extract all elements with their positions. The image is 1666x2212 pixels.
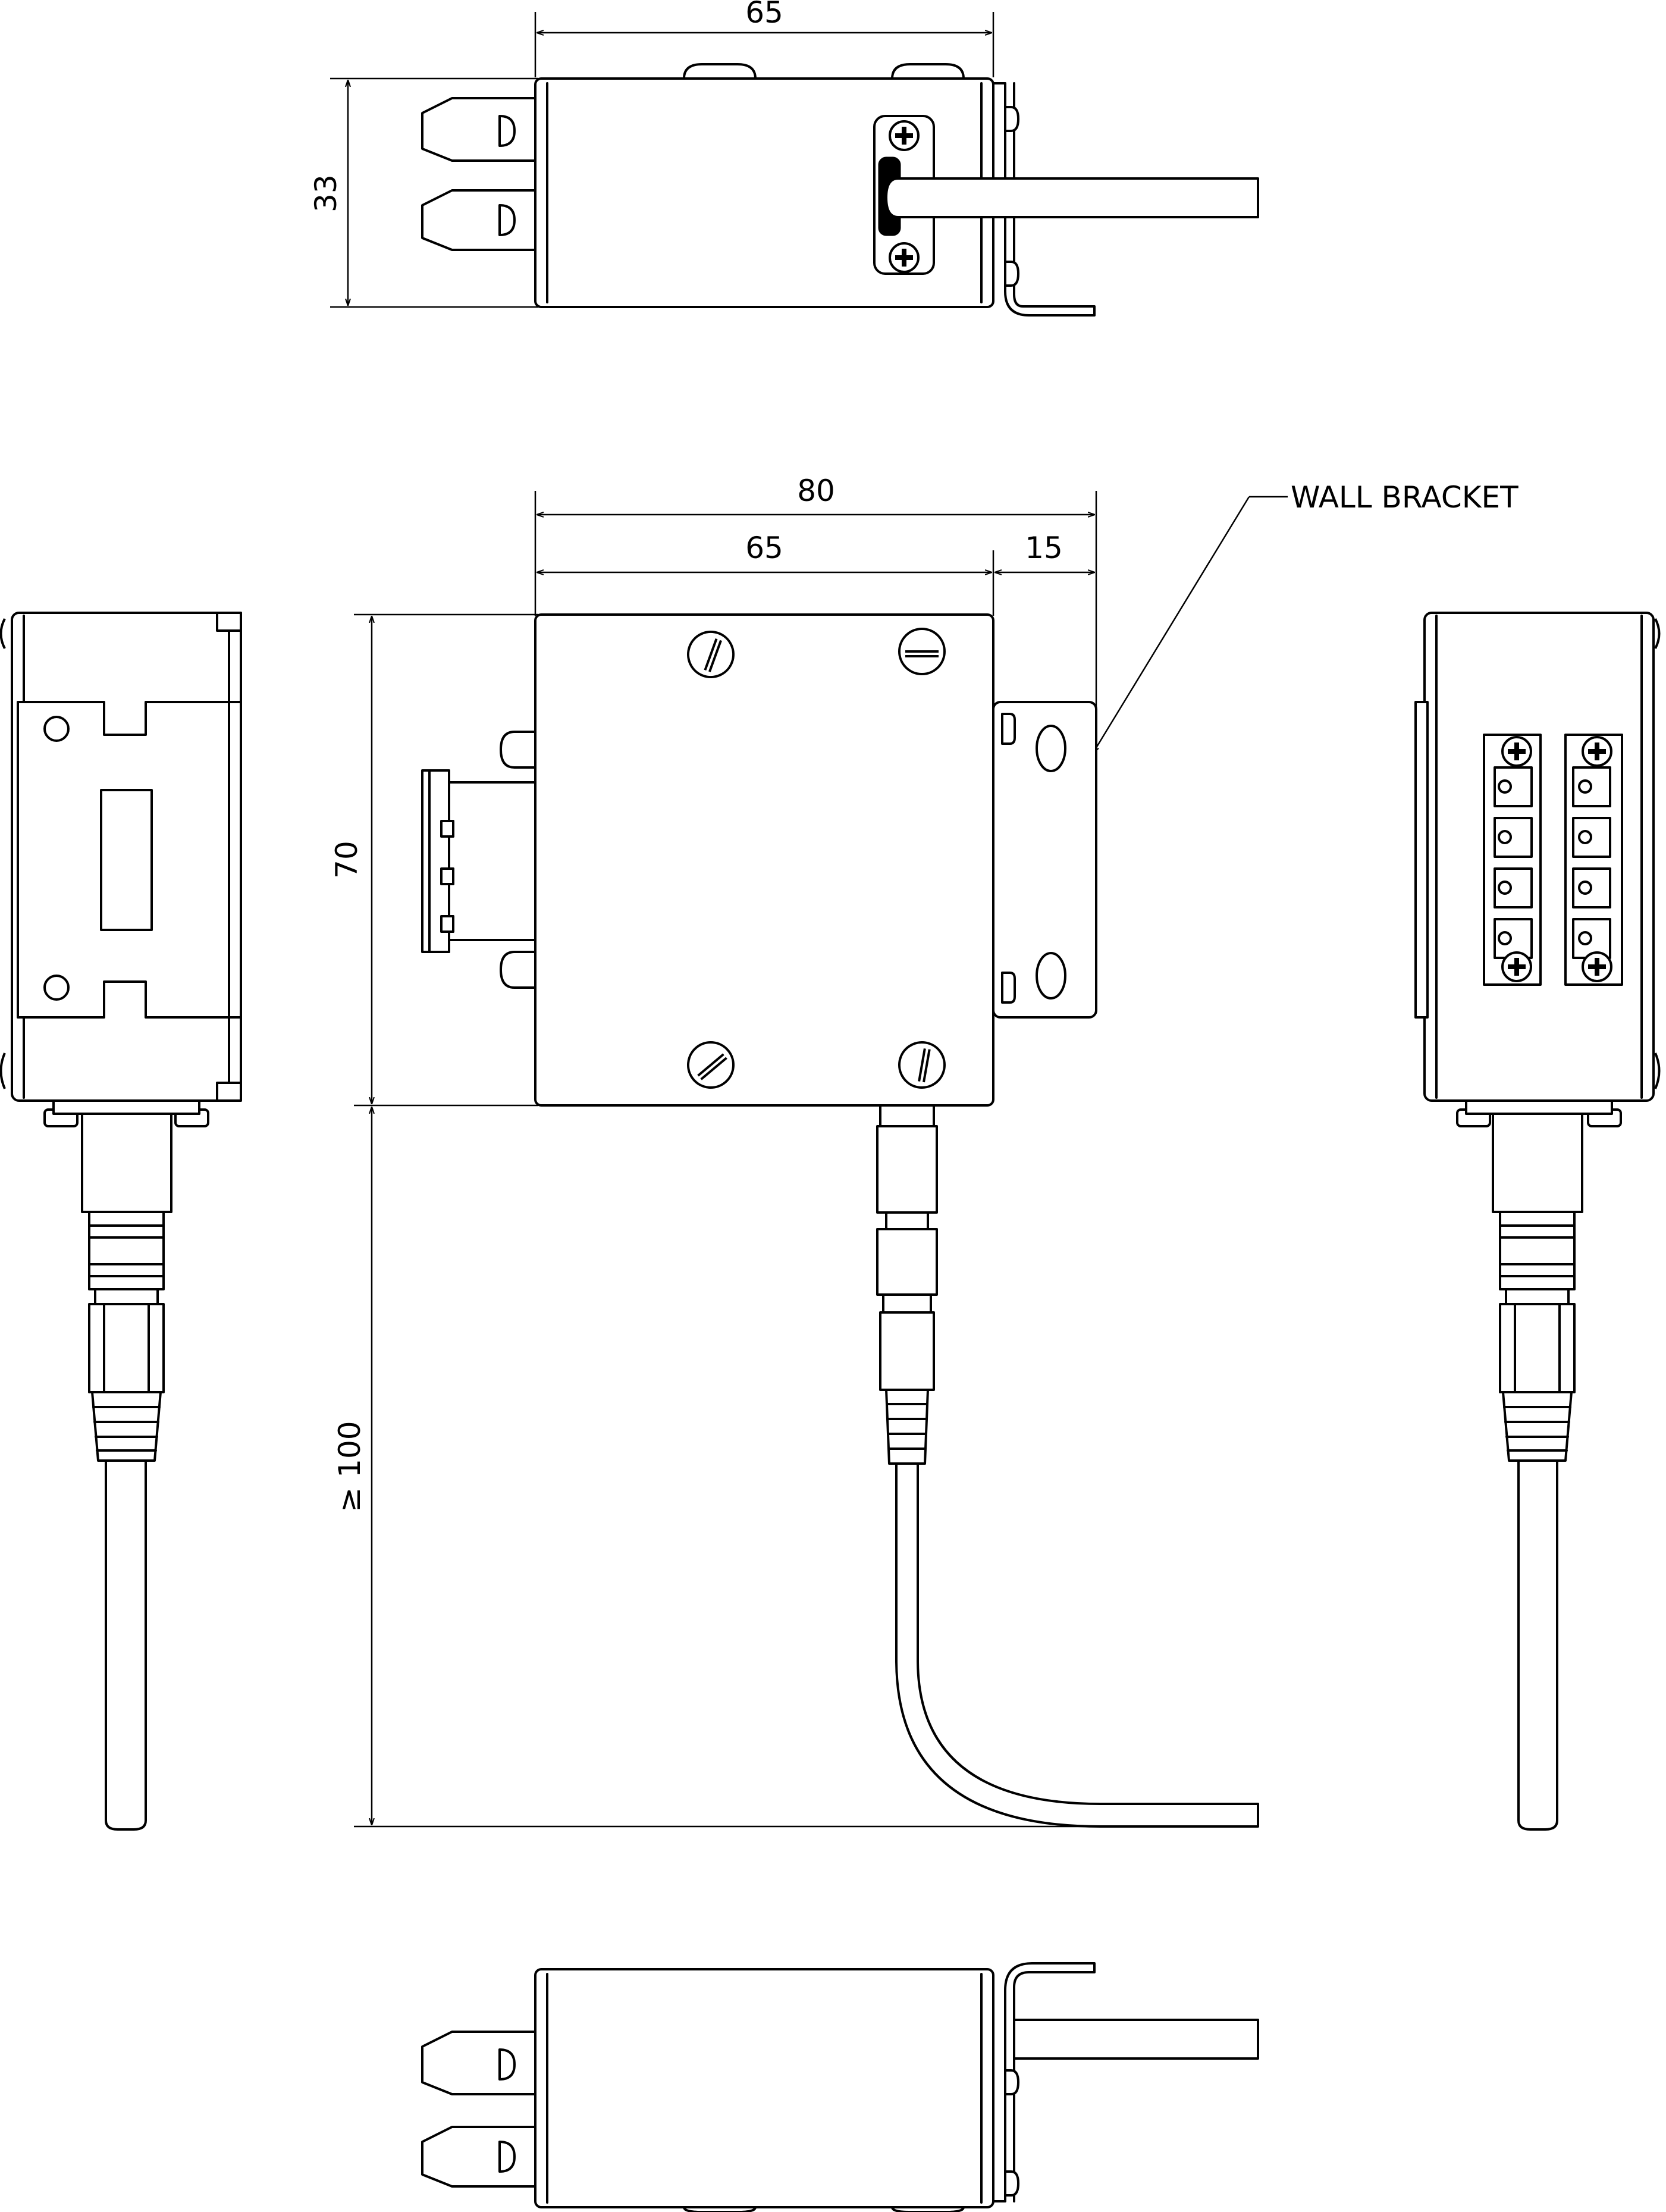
dim-front-total-width: 80 [797,474,835,508]
wall-bracket-label: WALL BRACKET [1291,480,1518,515]
dim-top-height: 33 [309,174,343,212]
dim-front-height: 70 [330,841,364,879]
left-view [0,612,242,1831]
dim-top-width: 65 [745,0,783,30]
dim-bracket-width: 15 [1025,531,1063,565]
right-view [1414,612,1661,1831]
dim-cable-length: ≥ 100 [332,1421,367,1512]
bottom-view [421,1962,1259,2212]
top-view: 65 33 [309,0,1259,317]
front-view: 80 65 15 WALL BRACKET 70 ≥ 100 [330,474,1518,1828]
dim-front-width: 65 [745,531,783,565]
